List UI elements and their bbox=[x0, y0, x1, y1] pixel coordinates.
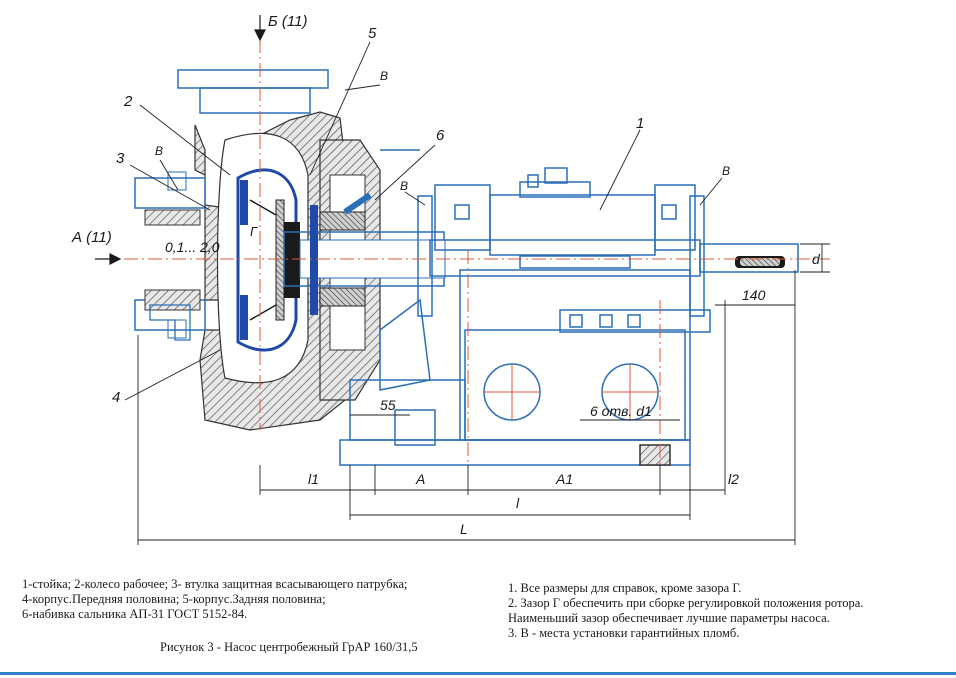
part-number-5: 5 bbox=[368, 25, 377, 42]
part-number-6: 6 bbox=[436, 127, 445, 144]
gap-dimension: 0,1... 2,0 bbox=[165, 239, 220, 255]
note-2-continuation: Наименьший зазор обеспечивает лучшие пар… bbox=[508, 611, 830, 625]
leader-lines bbox=[124, 41, 723, 401]
dimension-lines bbox=[137, 243, 830, 545]
dim-d: d bbox=[812, 251, 821, 267]
dim-holes: 6 отв. d1 bbox=[590, 403, 652, 419]
dim-L: L bbox=[460, 521, 468, 537]
bearing-housing bbox=[417, 167, 705, 317]
dim-l2: l2 bbox=[728, 471, 739, 487]
dim-l1: l1 bbox=[308, 471, 319, 487]
dim-55: 55 bbox=[380, 397, 396, 413]
dim-A1: A1 bbox=[555, 471, 573, 487]
legend-line: 1-стойка; 2-колесо рабочее; 3- втулка за… bbox=[22, 577, 408, 591]
part-number-4: 4 bbox=[112, 389, 120, 406]
dim-140: 140 bbox=[742, 287, 766, 303]
centerlines bbox=[100, 15, 830, 470]
seal-mark-bearing-right: В bbox=[722, 164, 730, 178]
pump-stand bbox=[339, 149, 711, 466]
pump-drawing: Б (11) А (11) 1 2 3 4 5 6 В В В В Г 0,1.… bbox=[71, 13, 830, 545]
seal-mark-top: В bbox=[380, 69, 388, 83]
part-number-2: 2 bbox=[123, 93, 133, 110]
notes: 1. Все размеры для справок, кроме зазора… bbox=[508, 581, 948, 641]
gap-label: Г bbox=[250, 224, 258, 239]
view-arrows bbox=[95, 15, 266, 265]
parts-legend: 1-стойка; 2-колесо рабочее; 3- втулка за… bbox=[22, 577, 492, 622]
seal-mark-suction: В bbox=[155, 144, 163, 158]
part-number-3: 3 bbox=[116, 150, 125, 167]
suction-nozzle bbox=[134, 171, 206, 341]
view-label-a: А (11) bbox=[71, 229, 112, 246]
figure-caption: Рисунок 3 - Насос центробежный ГрАР 160/… bbox=[160, 640, 418, 654]
note-2: 2. Зазор Г обеспечить при сборке регулир… bbox=[508, 596, 864, 610]
dim-A: A bbox=[415, 471, 425, 487]
view-label-b: Б (11) bbox=[268, 13, 308, 30]
bottom-divider bbox=[0, 672, 956, 675]
part-number-1: 1 bbox=[636, 115, 644, 132]
legend-line: 4-корпус.Передняя половина; 5-корпус.Зад… bbox=[22, 592, 326, 606]
legend-line: 6-набивка сальника АП-31 ГОСТ 5152-84. bbox=[22, 607, 248, 621]
note-1: 1. Все размеры для справок, кроме зазора… bbox=[508, 581, 742, 595]
note-3: 3. В - места установки гарантийных пломб… bbox=[508, 626, 740, 640]
dim-l: l bbox=[516, 495, 520, 511]
impeller bbox=[236, 168, 300, 352]
seal-mark-bearing-left: В bbox=[400, 179, 408, 193]
